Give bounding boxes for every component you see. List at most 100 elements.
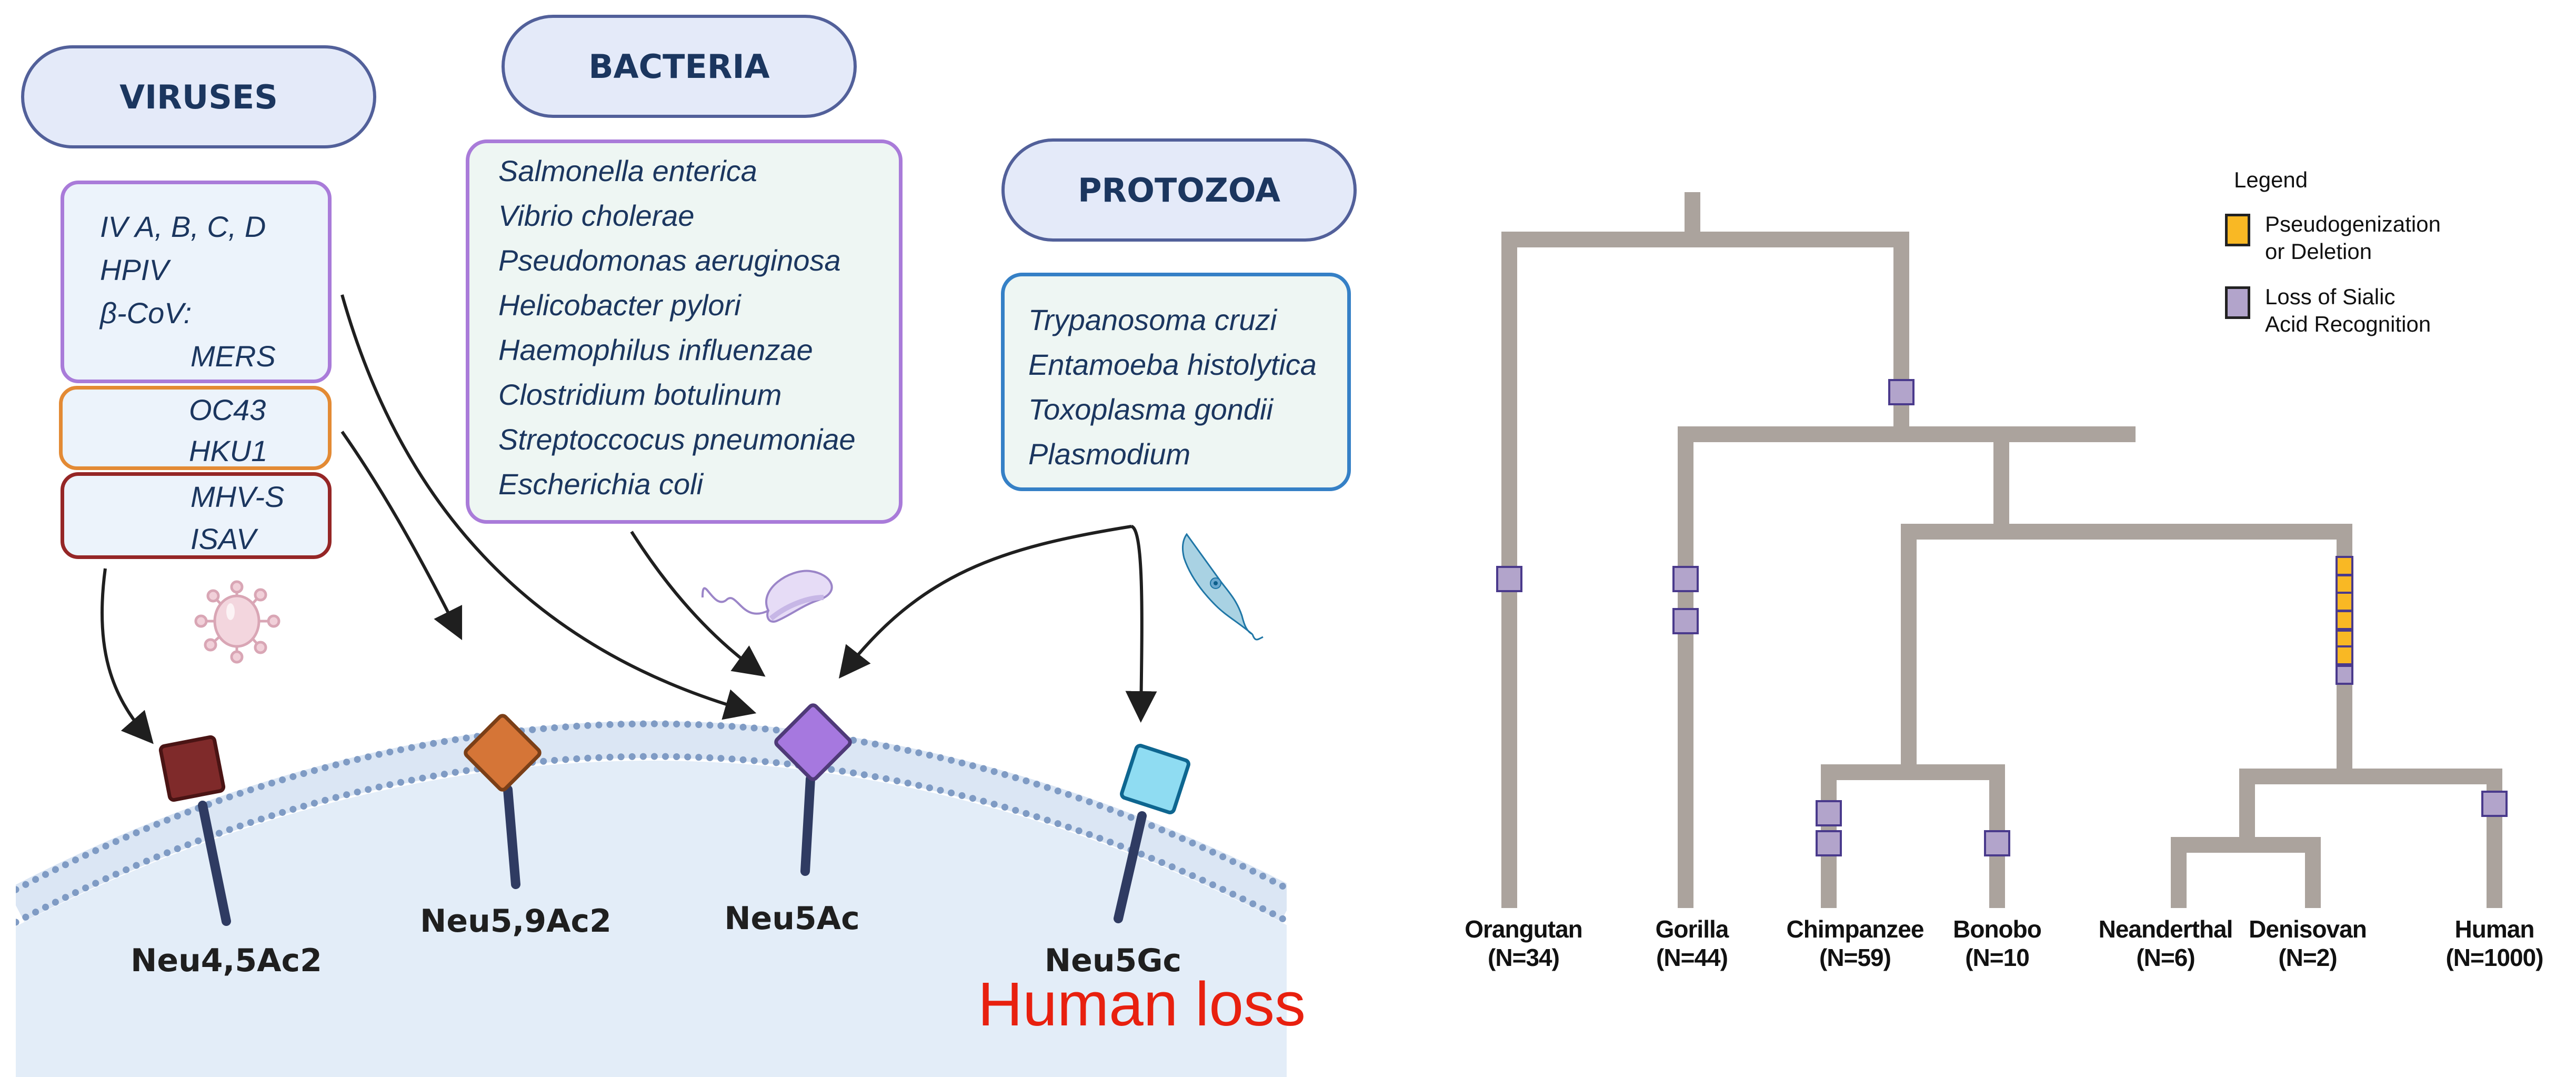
taxon-sample-size: (N=34): [1488, 944, 1560, 971]
sialic-acid-diamond: [1120, 744, 1190, 814]
bacteria-item: Streptoccocus pneumoniae: [498, 423, 856, 456]
sialic-receptor: [464, 714, 542, 889]
legend-label: Loss of Sialic: [2265, 284, 2395, 309]
tree-branch: [1821, 764, 2005, 780]
loss-of-recognition-marker: [1496, 566, 1522, 592]
sialic-acid-diamond: [158, 735, 226, 802]
legend-label: or Deletion: [2265, 239, 2372, 264]
tree-branch: [2487, 769, 2502, 908]
loss-of-recognition-marker: [1816, 830, 1842, 856]
bacteria-item: Escherichia coli: [498, 467, 704, 501]
pseudogenization-marker: [2336, 556, 2353, 576]
taxon-sample-size: (N=59): [1819, 944, 1891, 971]
sialic-acid-diamond: [464, 714, 542, 792]
bacteria-item: Clostridium botulinum: [498, 378, 782, 411]
pseudogenization-marker: [2336, 645, 2353, 665]
tree-branch: [1501, 232, 1909, 247]
protozoa-item: Toxoplasma gondii: [1028, 393, 1273, 426]
receptor-stalk: [800, 774, 815, 876]
sialic-acid-diamond: [774, 703, 852, 781]
tree-branch: [2239, 769, 2502, 784]
loss-of-recognition-marker: [2481, 791, 2508, 817]
legend-label: Pseudogenization: [2265, 212, 2441, 236]
taxon-label-orangutan: Orangutan (N=34): [1465, 915, 1583, 972]
arrow-isav-to-neu45ac2: [100, 568, 154, 744]
taxon-label-human: Human (N=1000): [2445, 915, 2543, 972]
taxon-sample-size: (N=2): [2278, 944, 2337, 971]
arrow-oc43-to-neu59ac2: [340, 431, 463, 641]
taxon-name: Chimpanzee: [1786, 915, 1925, 943]
sialic-receptor: [1114, 744, 1190, 923]
taxon-sample-size: (N=10: [1965, 944, 2030, 971]
taxon-name: Gorilla: [1655, 915, 1729, 943]
sialic-receptor: [774, 703, 852, 876]
legend-label: Acid Recognition: [2265, 312, 2431, 336]
loss-of-recognition-marker: [1888, 379, 1915, 405]
bacteria-item: Haemophilus influenzae: [498, 333, 813, 366]
protozoa-item: Plasmodium: [1028, 437, 1191, 471]
virus-item: β-CoV:: [100, 296, 192, 330]
loss-of-recognition-marker: [1672, 608, 1699, 634]
protozoa-item: Trypanosoma cruzi: [1028, 303, 1277, 336]
bacteria-item: Salmonella enterica: [498, 154, 757, 187]
virus-list-neu5ac: IV A, B, C, D HPIV β-CoV: MERS: [61, 181, 332, 383]
virus-item: OC43: [189, 393, 266, 426]
virus-item: IV A, B, C, D: [100, 210, 266, 243]
loss-of-recognition-marker: [1672, 566, 1699, 592]
protozoa-list: Trypanosoma cruzi Entamoeba histolytica …: [1001, 273, 1351, 491]
virus-item: HPIV: [100, 253, 169, 286]
taxon-label-bonobo: Bonobo (N=10: [1953, 915, 2042, 972]
taxon-label-neanderthal: Neanderthal (N=6): [2099, 915, 2233, 972]
taxon-label-denisovan: Denisovan (N=2): [2249, 915, 2367, 972]
virus-item: MHV-S: [191, 480, 285, 513]
tree-branch: [1993, 426, 2009, 540]
sialic-label-neu5gc: Neu5Gc: [1044, 942, 1182, 979]
bacteria-list: Salmonella enterica Vibrio cholerae Pseu…: [466, 139, 903, 524]
viruses-header: VIRUSES: [21, 45, 376, 148]
tree-branch: [2239, 769, 2255, 842]
loss-of-recognition-marker: [1984, 830, 2010, 856]
taxon-name: Orangutan: [1465, 915, 1583, 943]
taxon-name: Denisovan: [2249, 915, 2367, 943]
sialic-receptor: [158, 735, 231, 926]
tree-branch: [2171, 837, 2321, 853]
protozoa-header: PROTOZOA: [1001, 138, 1357, 242]
receptor-stalk: [198, 801, 231, 926]
legend-item-pseudogenization: Pseudogenization or Deletion: [2225, 211, 2441, 265]
bacteria-header: BACTERIA: [502, 15, 857, 118]
receptor-stalk: [503, 785, 520, 889]
tree-branch: [1678, 426, 1693, 908]
taxon-sample-size: (N=44): [1656, 944, 1728, 971]
bacterium-icon: [701, 570, 833, 623]
tree-branch: [1678, 426, 2136, 442]
bacteria-item: Vibrio cholerae: [498, 199, 695, 232]
virus-list-neu59ac2: OC43 HKU1: [59, 386, 332, 470]
loss-of-recognition-swatch: [2225, 286, 2250, 319]
taxon-name: Human: [2454, 915, 2535, 943]
tree-branch: [1901, 524, 1917, 774]
tree-branch: [2171, 837, 2187, 908]
virus-item: MERS: [191, 340, 276, 373]
sialic-label-neu5ac: Neu5Ac: [724, 900, 860, 937]
tree-branch: [2305, 837, 2321, 908]
taxon-name: Bonobo: [1953, 915, 2042, 943]
pseudogenization-marker: [2336, 592, 2353, 612]
receptor-stalk: [1114, 811, 1147, 923]
taxon-name: Neanderthal: [2098, 915, 2233, 943]
taxon-sample-size: (N=1000): [2445, 944, 2543, 971]
legend-item-loss-of-recognition: Loss of Sialic Acid Recognition: [2225, 283, 2431, 338]
human-loss-label: Human loss: [978, 970, 1306, 1039]
loss-of-recognition-marker: [2336, 665, 2353, 685]
loss-of-recognition-marker: [1816, 800, 1842, 826]
bacteria-item: Pseudomonas aeruginosa: [498, 244, 841, 277]
tree-branch: [1901, 524, 2352, 540]
taxon-label-gorilla: Gorilla (N=44): [1656, 915, 1729, 972]
trypanosome-icon: [1182, 533, 1264, 641]
pseudogenization-swatch: [2225, 214, 2250, 246]
virus-icon: [194, 580, 280, 664]
taxon-label-chimpanzee: Chimpanzee (N=59): [1786, 915, 1925, 972]
protozoa-item: Entamoeba histolytica: [1028, 348, 1317, 381]
sialic-label-neu59ac2: Neu5,9Ac2: [420, 903, 612, 940]
virus-list-neu45ac2: MHV-S ISAV: [61, 472, 332, 559]
